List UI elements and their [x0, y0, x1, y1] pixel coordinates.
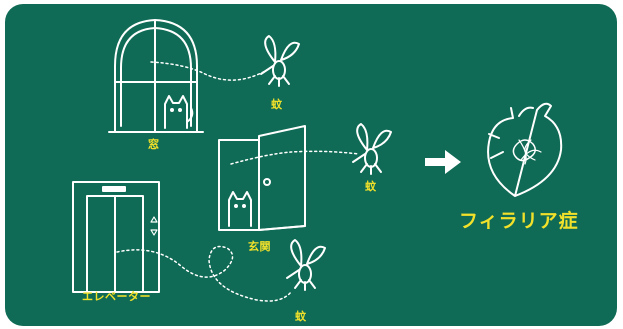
mosquito-icon — [261, 36, 299, 86]
elevator-illustration — [73, 182, 159, 292]
elevator-label: エレベーター — [82, 288, 151, 304]
cat-icon — [165, 96, 192, 128]
mosquito-label: 蚊 — [295, 308, 307, 324]
door-illustration — [219, 126, 305, 230]
illustration-canvas — [5, 4, 617, 326]
mosquito-label: 蚊 — [365, 178, 377, 194]
front-door-label: 玄関 — [248, 238, 271, 254]
illustration-board: 蚊 窓 蚊 玄関 エレベーター 蚊 フィラリア症 — [5, 4, 617, 326]
mosquito-label: 蚊 — [271, 96, 283, 112]
arrow-right-icon — [425, 150, 461, 174]
mosquito-icon — [353, 124, 391, 174]
mosquito-icon — [287, 240, 325, 290]
window-label: 窓 — [148, 136, 160, 152]
window-illustration — [109, 20, 203, 132]
cat-icon — [229, 192, 251, 226]
heart-worm-icon — [488, 104, 561, 196]
disease-label: フィラリア症 — [459, 206, 579, 233]
